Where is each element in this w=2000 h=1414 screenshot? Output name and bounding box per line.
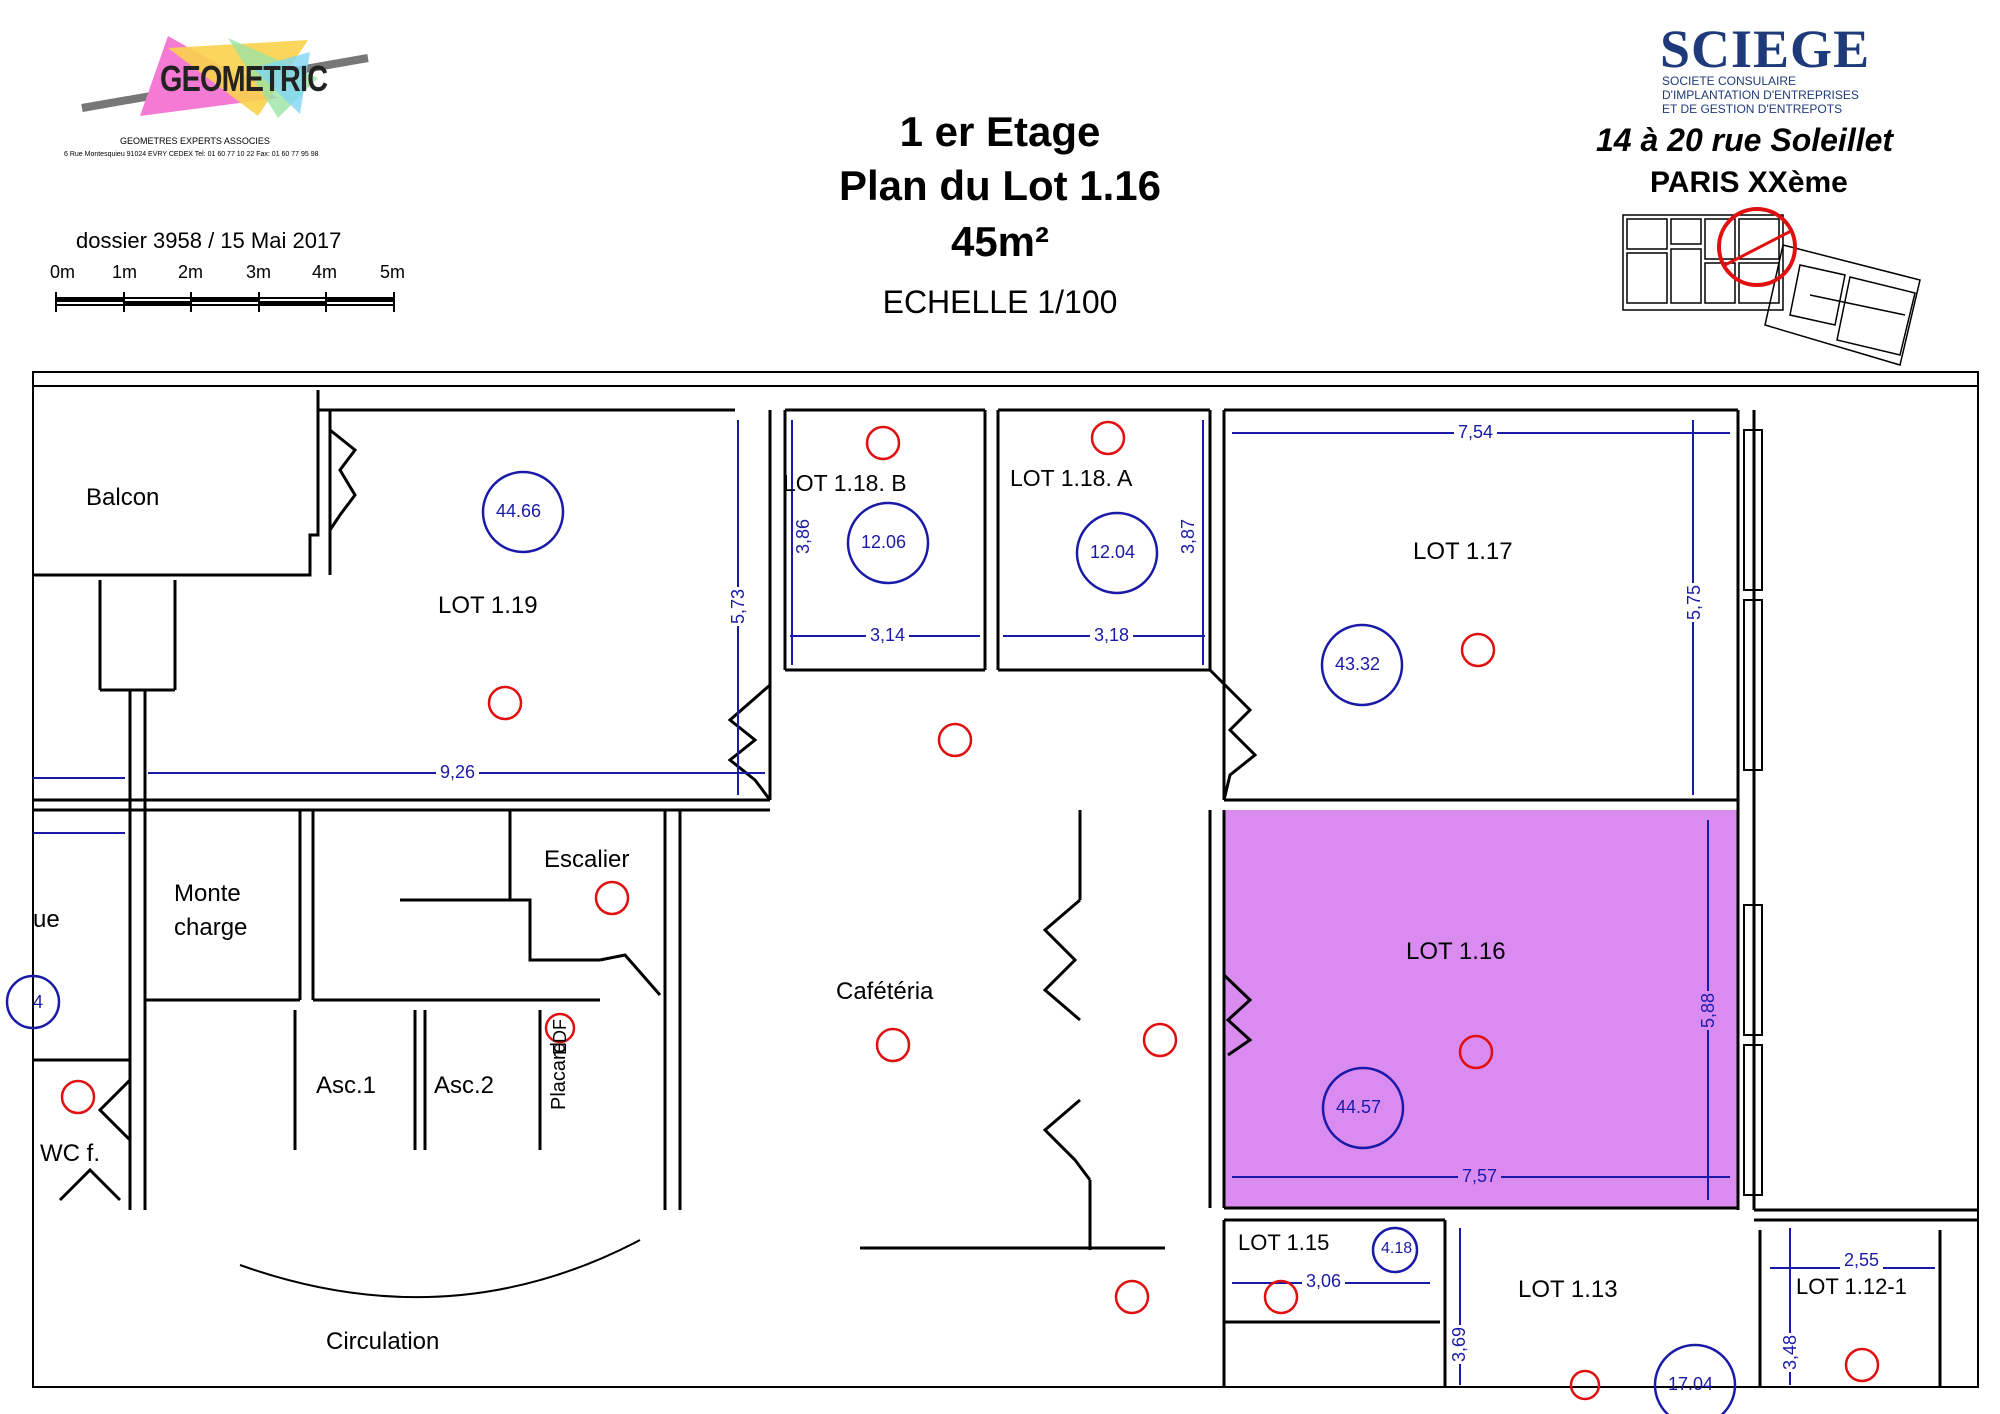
dimension-lot-1-16-height: 5,88 (1698, 990, 1719, 1030)
room-label-lot-1-15: LOT 1.15 (1238, 1230, 1330, 1255)
room-label-wc: WC f. (40, 1140, 100, 1167)
area-value-lot-1-19: 44.66 (496, 501, 542, 521)
plan-title-floor: 1 er Etage (899, 108, 1101, 155)
room-label-lot-1-17: LOT 1.17 (1413, 538, 1513, 565)
plan-title-lot: Plan du Lot 1.16 (838, 162, 1162, 209)
dimension-lot-1-18-b-height: 3,86 (793, 516, 814, 556)
dimension-lot-1-12-1-width: 2,55 (1840, 1250, 1884, 1271)
room-label-edf: EDF (550, 1019, 570, 1055)
room-label-asc-1: Asc.1 (316, 1072, 377, 1099)
site-city: PARIS XXème (1650, 166, 1848, 199)
area-value-lot-1-13: 17.04 (1668, 1374, 1714, 1394)
room-label-lot-1-18-a: LOT 1.18. A (1010, 465, 1133, 491)
area-value-lot-1-18-a: 12.04 (1090, 542, 1136, 562)
sciege-subtitle-2: D'IMPLANTATION D'ENTREPRISES (1662, 88, 1859, 102)
geometric-logo: GEOMETRIC (78, 28, 378, 148)
sciege-logo: SCIEGE (1660, 19, 1871, 79)
scale-tick-label: 3m (246, 262, 272, 282)
room-label-asc-2: Asc.2 (434, 1072, 495, 1099)
dimension-lot-1-15-width: 3,06 (1302, 1271, 1346, 1292)
area-value-partial: 4 (33, 992, 44, 1012)
area-value-lot-1-18-b: 12.06 (861, 532, 907, 552)
dimension-lot-1-19-width: 9,26 (436, 762, 480, 783)
geometric-subtitle: GEOMETRES EXPERTS ASSOCIES (120, 136, 270, 146)
dimension-lot-1-18-a-width: 3,18 (1090, 625, 1134, 646)
scale-bar: 0m 1m 2m 3m 4m 5m (50, 262, 410, 322)
room-label-balcon: Balcon (86, 484, 160, 511)
area-value-lot-1-17: 43.32 (1335, 654, 1381, 674)
dimension-lot-1-13-height: 3,69 (1449, 1324, 1470, 1364)
sciege-subtitle-1: SOCIETE CONSULAIRE (1662, 74, 1797, 88)
key-plan-map (1622, 207, 1921, 366)
room-label-monte-charge-1: Monte (174, 880, 241, 907)
dimension-lot-1-12-1-height: 3,48 (1780, 1332, 1801, 1372)
room-label-escalier: Escalier (544, 846, 630, 873)
scale-tick-label: 2m (178, 262, 204, 282)
plan-scale: ECHELLE 1/100 (882, 284, 1118, 320)
room-label-lot-1-16: LOT 1.16 (1406, 938, 1506, 965)
room-label-monte-charge-2: charge (174, 914, 248, 941)
room-label-lot-1-18-b: LOT 1.18. B (783, 470, 907, 496)
room-label-lot-1-12-1: LOT 1.12-1 (1796, 1274, 1907, 1299)
dimension-lot-1-17-width: 7,54 (1454, 422, 1498, 443)
dossier-reference: dossier 3958 / 15 Mai 2017 (76, 228, 342, 253)
dimension-lot-1-18-a-height: 3,87 (1178, 516, 1199, 556)
lot-1-16-highlight (1224, 810, 1739, 1208)
geometric-address: 6 Rue Montesquieu 91024 EVRY CEDEX Tel: … (64, 151, 319, 158)
plan-title-area: 45m² (950, 218, 1050, 265)
sciege-subtitle-3: ET DE GESTION D'ENTREPOTS (1662, 102, 1843, 116)
room-label-cafeteria: Cafétéria (836, 978, 934, 1005)
area-value-lot-1-15: 4.18 (1381, 1240, 1413, 1257)
geometric-name: GEOMETRIC (160, 58, 328, 99)
room-label-partial: ue (33, 906, 60, 933)
site-address: 14 à 20 rue Soleillet (1596, 122, 1894, 158)
room-label-lot-1-13: LOT 1.13 (1518, 1276, 1618, 1303)
dimension-lot-1-19-height: 5,73 (728, 586, 749, 626)
area-value-lot-1-16: 44.57 (1336, 1097, 1382, 1117)
room-label-circulation: Circulation (326, 1328, 440, 1355)
scale-tick-label: 1m (112, 262, 138, 282)
dimension-lot-1-17-height: 5,75 (1684, 582, 1705, 622)
scale-tick-label: 4m (312, 262, 338, 282)
room-label-lot-1-19: LOT 1.19 (438, 592, 538, 619)
dimension-lot-1-16-width: 7,57 (1458, 1166, 1502, 1187)
scale-tick-label: 0m (50, 262, 76, 282)
dimension-lot-1-18-b-width: 3,14 (866, 625, 910, 646)
scale-tick-label: 5m (380, 262, 406, 282)
